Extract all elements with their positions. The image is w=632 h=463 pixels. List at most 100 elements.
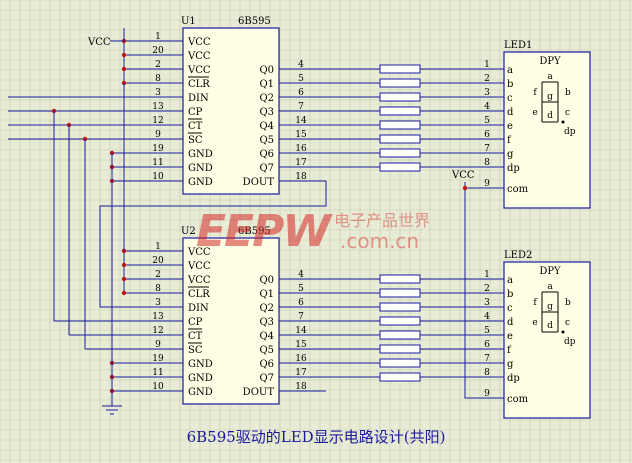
vcc-label: VCC [87, 37, 111, 48]
pin-number: 7 [298, 312, 304, 322]
pin-name: e [507, 121, 513, 132]
segment-label-e: e [532, 108, 537, 118]
pin-name: VCC [187, 51, 211, 62]
pin-number: 6 [298, 88, 304, 98]
led-display-body [503, 261, 591, 419]
pin-name: Q0 [259, 65, 274, 76]
pin-name: b [507, 289, 513, 300]
pin-name: GND [188, 359, 213, 370]
pin-number: 15 [295, 130, 307, 140]
led-ref: LED2 [504, 250, 532, 261]
pin-name: g [507, 149, 514, 160]
pin-name: Q4 [259, 331, 274, 342]
segment-label-dp: dp [564, 127, 576, 137]
watermark-logo: EEPW [196, 206, 331, 257]
current-limit-resistor [379, 120, 421, 130]
pin-name: VCC [187, 261, 211, 272]
current-limit-resistor [379, 302, 421, 312]
pin-name: CT [188, 331, 203, 342]
vcc-label: VCC [451, 170, 475, 181]
pin-name: CLR [188, 79, 210, 90]
pin-number: 8 [155, 284, 161, 294]
pin-number: 15 [295, 340, 307, 350]
pin-name: SC [188, 345, 203, 356]
pin-name: DOUT [243, 387, 275, 398]
pin-name: Q5 [259, 345, 274, 356]
pin-number: 1 [155, 32, 161, 42]
pin-number: 17 [295, 368, 307, 378]
led-ref: LED1 [504, 40, 532, 51]
pin-name: a [507, 275, 513, 286]
pin-number: 5 [298, 74, 304, 84]
pin-name: com [507, 394, 529, 405]
pin-name: GND [188, 149, 213, 160]
segment-label-a: a [547, 72, 553, 82]
pin-number: 14 [295, 116, 307, 126]
segment-dp [561, 120, 565, 124]
pin-name: GND [188, 163, 213, 174]
pin-name: e [507, 331, 513, 342]
chip-ref: U1 [181, 16, 196, 27]
pin-name: dp [507, 373, 520, 384]
pin-name: Q4 [259, 121, 274, 132]
pin-number: 12 [152, 326, 163, 336]
pin-name: Q2 [259, 303, 274, 314]
pin-number: 7 [298, 102, 304, 112]
pin-name: VCC [187, 65, 211, 76]
pin-name: c [507, 303, 513, 314]
led-com-wire [464, 190, 470, 399]
dout-to-din-wire [99, 181, 327, 308]
pin-name: f [507, 345, 512, 356]
pin-name: DIN [188, 303, 209, 314]
pin-name: Q5 [259, 135, 274, 146]
pin-number: 11 [152, 158, 163, 168]
current-limit-resistor [379, 162, 421, 172]
segment-label-f: f [533, 88, 537, 98]
pin-number: 4 [484, 102, 490, 112]
pin-name: DIN [188, 93, 209, 104]
junction-dot [121, 290, 127, 296]
pin-number: 7 [484, 144, 490, 154]
pin-name: GND [188, 177, 213, 188]
pin-number: 13 [152, 312, 164, 322]
pin-number: 13 [152, 102, 164, 112]
pin-number: 2 [155, 60, 161, 70]
pin-number: 18 [295, 172, 307, 182]
current-limit-resistor [379, 372, 421, 382]
pin-number: 9 [155, 340, 161, 350]
pin-number: 9 [155, 130, 161, 140]
segment-label-e: e [532, 318, 537, 328]
junction-dot [121, 66, 127, 72]
segment-label-g: g [547, 92, 553, 102]
pin-number: 7 [484, 354, 490, 364]
pin-name: Q2 [259, 93, 274, 104]
pin-name: GND [188, 387, 213, 398]
junction-dot [121, 262, 127, 268]
watermark-url: .com.cn [340, 229, 420, 253]
pin-name: g [507, 359, 514, 370]
pin-name: CP [188, 107, 203, 118]
pin-name: Q7 [259, 163, 274, 174]
segment-label-d: d [547, 321, 553, 331]
pin-number: 14 [295, 326, 307, 336]
pin-name: CP [188, 317, 203, 328]
segment-label-b: b [565, 298, 571, 308]
junction-dot [462, 185, 468, 191]
pin-name: d [507, 317, 514, 328]
led-title: DPY [539, 56, 561, 67]
pin-number: 17 [295, 158, 307, 168]
pin-number: 8 [484, 158, 490, 168]
pin-number: 1 [155, 242, 161, 252]
current-limit-resistor [379, 330, 421, 340]
pin-name: CLR [188, 289, 210, 300]
pin-number: 6 [484, 130, 490, 140]
segment-label-d: d [547, 111, 553, 121]
pin-number: 9 [484, 179, 490, 189]
chip-part: 6B595 [238, 226, 271, 237]
pin-name: VCC [187, 37, 211, 48]
pin-name: Q0 [259, 275, 274, 286]
pin-name: GND [188, 373, 213, 384]
pin-name: CT [188, 121, 203, 132]
segment-label-f: f [533, 298, 537, 308]
